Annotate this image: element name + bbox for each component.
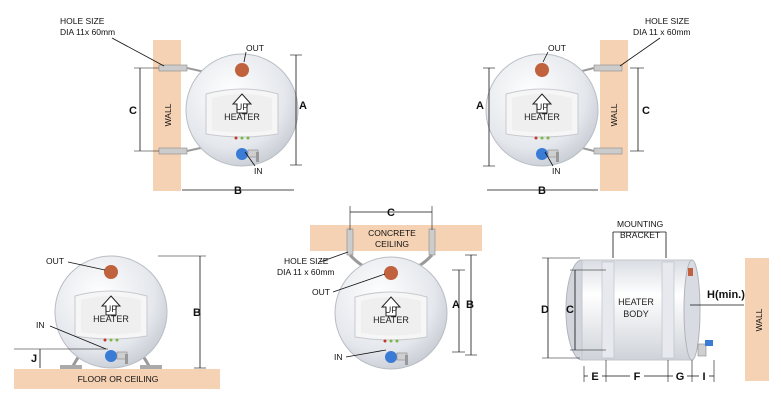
dim-b: B: [234, 185, 242, 197]
wall-label: WALL: [754, 308, 764, 331]
heater-front-view: UP HEATER: [54, 255, 168, 369]
wall-label: WALL: [163, 103, 173, 126]
svg-text:UP: UP: [236, 102, 249, 112]
svg-text:HEATER: HEATER: [224, 112, 260, 122]
svg-text:HEATER: HEATER: [524, 112, 560, 122]
out-label: OUT: [548, 43, 566, 53]
in-label: IN: [552, 166, 561, 176]
heater-front-view: UP HEATER: [185, 53, 299, 167]
dim-a: A: [452, 299, 460, 311]
ceiling: [310, 225, 482, 251]
floor: [14, 369, 220, 389]
view-top-right: WALL UP HEATER HOLE SIZE DIA 11 x 60mm O…: [476, 16, 690, 197]
view-bottom-center: CONCRETE CEILING C UP HEATER HOLE SIZE D…: [277, 206, 482, 370]
dim-j: J: [31, 353, 37, 365]
hole-size-label: HOLE SIZE: [60, 16, 105, 26]
dim-b: B: [538, 185, 546, 197]
heater-body-label-1: HEATER: [618, 297, 654, 307]
svg-text:HEATER: HEATER: [93, 314, 129, 324]
in-label: IN: [334, 352, 343, 362]
ceiling-label: CEILING: [375, 239, 409, 249]
dim-h: H(min.): [707, 289, 745, 301]
in-label: IN: [36, 320, 45, 330]
dim-c: C: [387, 207, 395, 219]
hole-size-label: HOLE SIZE: [645, 16, 690, 26]
dim-c: C: [566, 304, 574, 316]
dim-a: A: [299, 100, 307, 112]
dim-g: G: [676, 371, 685, 383]
svg-text:HEATER: HEATER: [373, 315, 409, 325]
heater-front-view: UP HEATER: [485, 53, 599, 167]
view-top-left: WALL UP HEATER HOLE SIZE DIA 11x 60mm OU…: [60, 16, 307, 197]
dim-c: C: [129, 105, 137, 117]
dim-e: E: [591, 371, 598, 383]
wall-label: WALL: [609, 103, 619, 126]
dim-i: I: [702, 371, 705, 383]
view-bottom-right: WALL HEATER BODY MOUNTING BRACKET D C H(…: [541, 219, 769, 383]
heater-body-label-2: BODY: [623, 309, 649, 319]
in-label: IN: [254, 166, 263, 176]
dim-c: C: [642, 105, 650, 117]
dim-f: F: [634, 371, 641, 383]
concrete-label: CONCRETE: [368, 228, 416, 238]
dim-b: B: [193, 307, 201, 319]
svg-text:UP: UP: [385, 305, 398, 315]
out-label: OUT: [246, 43, 264, 53]
hole-dia-label: DIA 11 x 60mm: [633, 27, 690, 37]
out-label: OUT: [46, 256, 64, 266]
dim-a: A: [476, 100, 484, 112]
hole-dia-label: DIA 11 x 60mm: [277, 267, 334, 277]
mounting-label: MOUNTING: [617, 219, 663, 229]
bracket-label: BRACKET: [620, 230, 660, 240]
svg-text:UP: UP: [105, 304, 118, 314]
dim-d: D: [541, 304, 549, 316]
hole-size-label: HOLE SIZE: [284, 256, 329, 266]
view-bottom-left: FLOOR OR CEILING UP HEATER OUT IN B J: [14, 255, 220, 389]
heater-front-view: UP HEATER: [334, 256, 448, 370]
dim-b: B: [466, 299, 474, 311]
out-label: OUT: [312, 287, 330, 297]
hole-dia-label: DIA 11x 60mm: [60, 27, 115, 37]
svg-text:UP: UP: [536, 102, 549, 112]
wall: [745, 258, 769, 381]
floor-label: FLOOR OR CEILING: [78, 374, 159, 384]
